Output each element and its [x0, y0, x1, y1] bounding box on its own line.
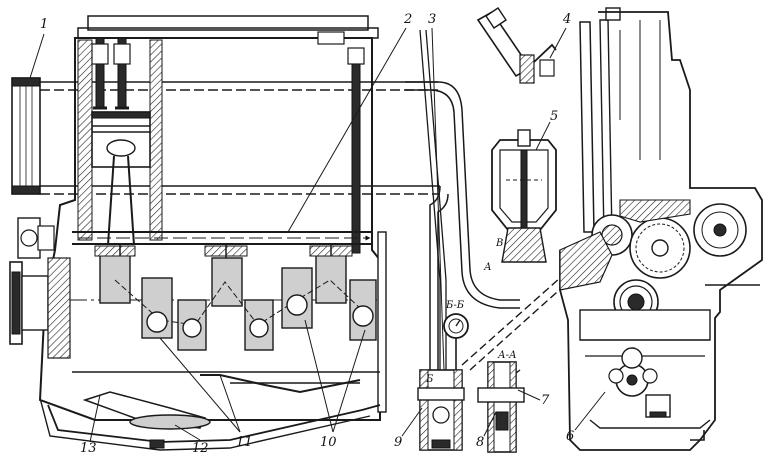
- section-label-aa: А-А: [497, 350, 517, 361]
- oil-lines: [405, 29, 567, 386]
- section-label-bb: Б-Б: [445, 300, 465, 311]
- callout-5: 5: [550, 109, 558, 124]
- front-pulley: [9, 217, 71, 359]
- radiator: [11, 77, 41, 195]
- callout-1: 1: [40, 17, 48, 32]
- callout-7: 7: [541, 393, 550, 408]
- section-label-b: Б: [425, 374, 434, 385]
- callout-6: 6: [566, 429, 574, 444]
- cylinder-section: [77, 37, 163, 246]
- pushrod: [317, 31, 365, 254]
- oil-filter-base: [417, 369, 465, 451]
- leader-lines: [29, 27, 606, 443]
- engine-block: [9, 15, 440, 451]
- flywheel: [377, 231, 387, 413]
- callout-11: 11: [236, 435, 253, 450]
- main-oil-gallery: [72, 231, 372, 245]
- callout-12: 12: [192, 441, 209, 456]
- oil-pan: [39, 371, 381, 451]
- callout-9: 9: [394, 435, 402, 450]
- callout-13: 13: [80, 441, 97, 456]
- section-label-a: А: [483, 262, 492, 273]
- oil-pressure-gauge: [443, 313, 469, 370]
- section-label-v: В: [495, 238, 503, 249]
- centrifugal-filter: [491, 129, 557, 263]
- bypass-valve: [477, 361, 525, 453]
- callout-8: 8: [476, 435, 484, 450]
- callout-2: 2: [403, 12, 412, 27]
- callout-4: 4: [562, 12, 571, 27]
- callout-3: 3: [428, 12, 436, 27]
- crankshaft: [40, 244, 385, 351]
- oil-filler-neck: [476, 7, 557, 84]
- engine-side-view: [559, 7, 763, 451]
- callout-10: 10: [320, 435, 337, 450]
- oil-pump: [608, 347, 671, 418]
